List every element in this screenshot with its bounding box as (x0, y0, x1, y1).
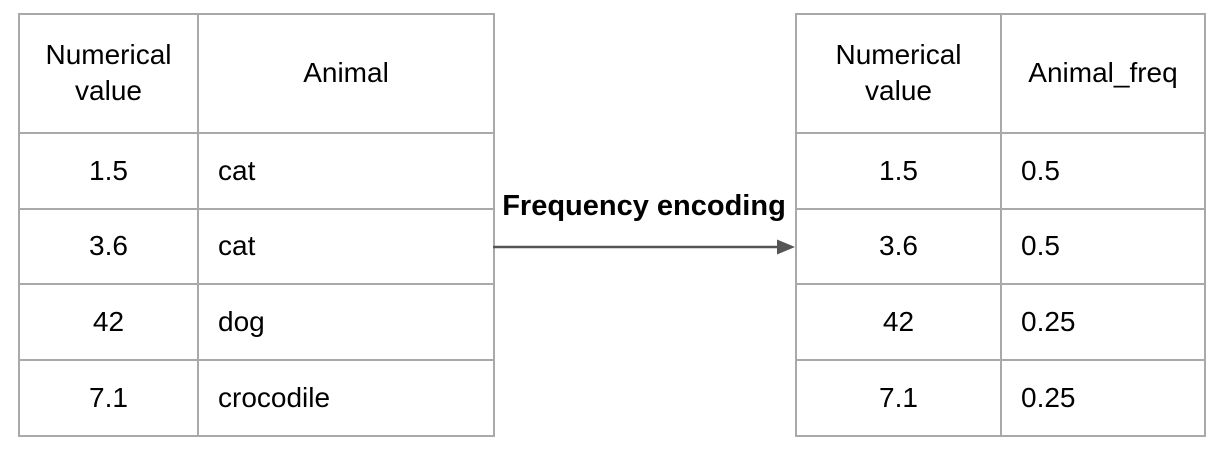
animal-cell: cat (197, 131, 495, 210)
output-header-numerical-value: Numerical value (795, 13, 1002, 134)
transform-annotation: Frequency encoding (493, 0, 795, 462)
input-header-animal: Animal (197, 13, 495, 134)
table-row: 42 dog (18, 283, 495, 362)
table-row: 1.5 cat (18, 131, 495, 210)
numerical-value-cell: 1.5 (18, 131, 199, 210)
animal-freq-cell: 0.25 (1000, 359, 1206, 437)
output-table-header-row: Numerical value Animal_freq (795, 13, 1206, 134)
numerical-value-cell: 1.5 (795, 131, 1002, 210)
numerical-value-cell: 3.6 (795, 207, 1002, 286)
table-row: 3.6 0.5 (795, 207, 1206, 286)
output-table: Numerical value Animal_freq 1.5 0.5 3.6 … (795, 13, 1206, 437)
numerical-value-cell: 3.6 (18, 207, 199, 286)
animal-freq-cell: 0.5 (1000, 131, 1206, 210)
table-row: 7.1 crocodile (18, 359, 495, 437)
table-row: 7.1 0.25 (795, 359, 1206, 437)
numerical-value-cell: 42 (795, 283, 1002, 362)
animal-cell: crocodile (197, 359, 495, 437)
table-row: 1.5 0.5 (795, 131, 1206, 210)
input-table: Numerical value Animal 1.5 cat 3.6 cat 4… (18, 13, 495, 437)
table-row: 3.6 cat (18, 207, 495, 286)
table-row: 42 0.25 (795, 283, 1206, 362)
numerical-value-cell: 42 (18, 283, 199, 362)
output-header-animal-freq: Animal_freq (1000, 13, 1206, 134)
input-table-header-row: Numerical value Animal (18, 13, 495, 134)
numerical-value-cell: 7.1 (795, 359, 1002, 437)
arrow-right-icon (493, 239, 795, 255)
frequency-encoding-label: Frequency encoding (502, 190, 786, 222)
numerical-value-cell: 7.1 (18, 359, 199, 437)
input-header-numerical-value: Numerical value (18, 13, 199, 134)
animal-freq-cell: 0.5 (1000, 207, 1206, 286)
animal-freq-cell: 0.25 (1000, 283, 1206, 362)
animal-cell: dog (197, 283, 495, 362)
animal-cell: cat (197, 207, 495, 286)
